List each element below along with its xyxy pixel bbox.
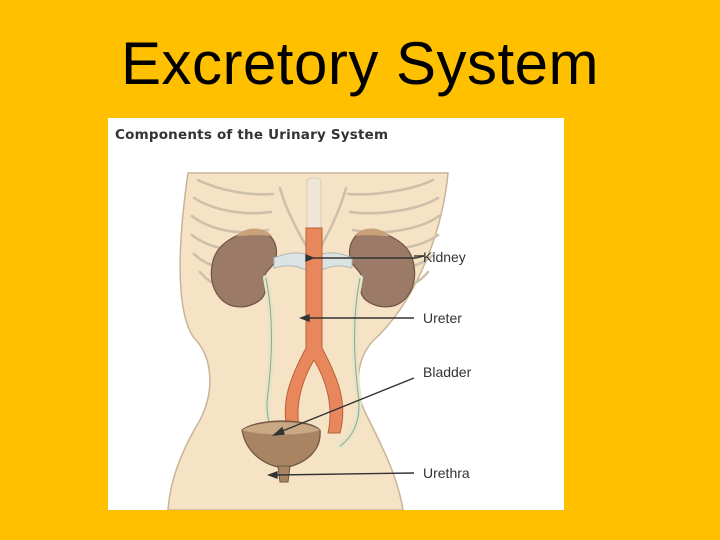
urethra xyxy=(277,465,291,483)
figure-heading: Components of the Urinary System xyxy=(115,127,389,143)
adrenal-left xyxy=(236,228,272,236)
ureter-right-edge xyxy=(339,277,361,447)
label-kidney: Kidney xyxy=(423,249,466,265)
adrenal-right xyxy=(354,228,390,236)
kidney-left xyxy=(210,229,278,308)
anatomy-illustration xyxy=(167,172,449,510)
urinary-system-figure: Components of the Urinary System Kidney … xyxy=(108,118,564,510)
kidney-right xyxy=(348,229,416,308)
aorta xyxy=(284,227,344,434)
label-bladder: Bladder xyxy=(423,364,472,380)
label-urethra: Urethra xyxy=(423,465,470,481)
slide-title: Excretory System xyxy=(120,30,600,97)
label-ureter: Ureter xyxy=(423,310,462,326)
leader-lines xyxy=(267,253,425,480)
